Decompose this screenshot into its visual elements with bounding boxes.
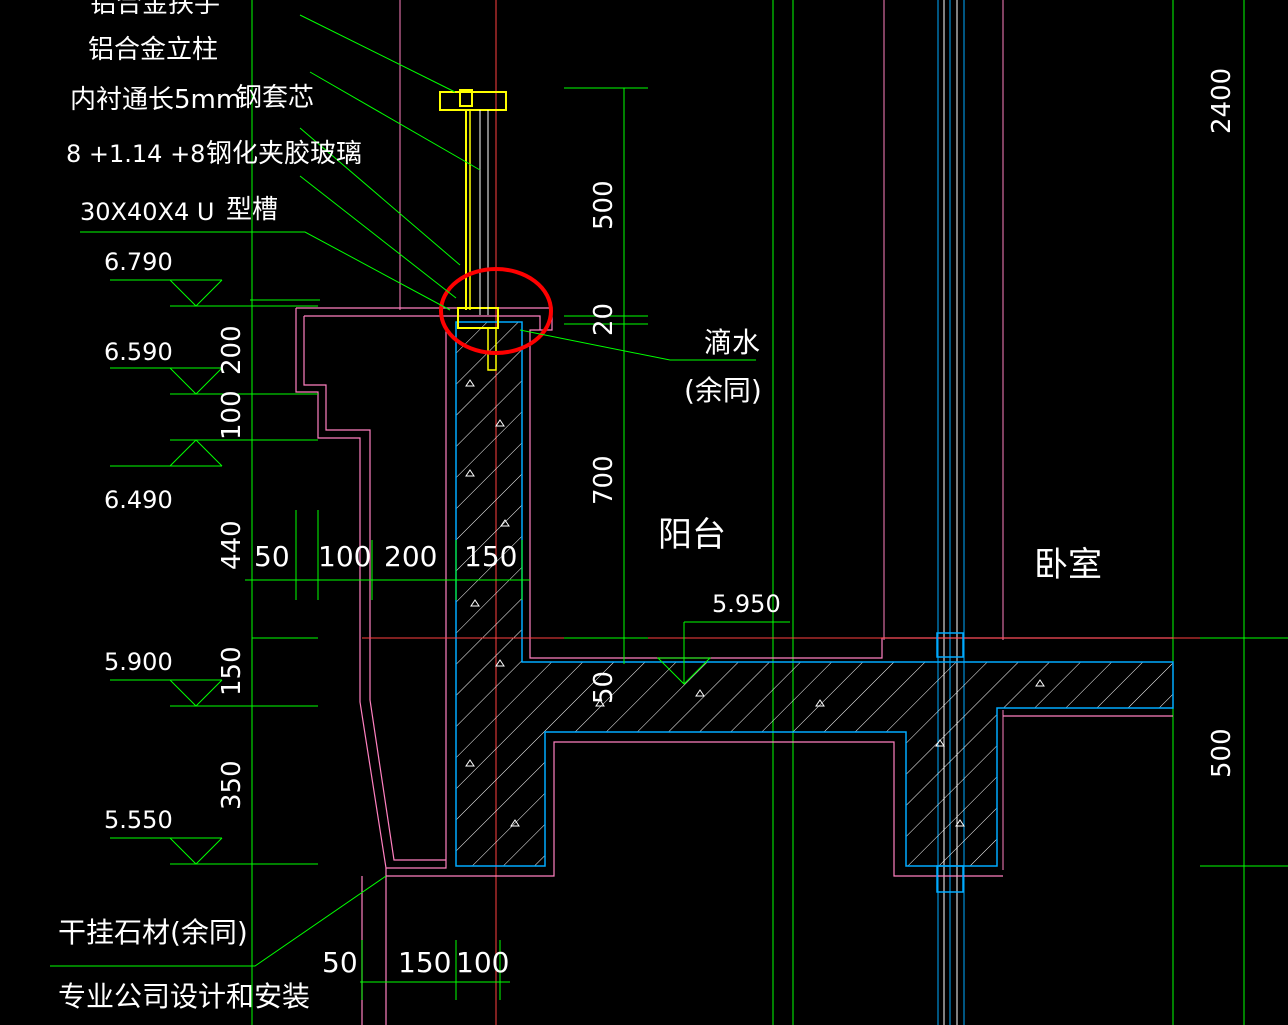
annotation-labels: 铝合金扶手 铝合金立柱 内衬通长5mm 钢套芯 8 +1.14 +8 钢化夹胶玻…: [58, 0, 1237, 1013]
dim-h200: 200: [384, 540, 437, 573]
dim-far2400: 2400: [1207, 68, 1237, 134]
dim-r700: 700: [589, 455, 619, 505]
label-glass-name: 钢化夹胶玻璃: [206, 139, 362, 169]
dim-v150: 150: [217, 646, 247, 696]
label-channel-spec: 30X40X4 U: [80, 198, 214, 226]
dim-r20: 20: [589, 303, 619, 336]
dim-h50: 50: [254, 540, 290, 573]
window-frames: [936, 632, 964, 893]
elevation-5550: 5.550: [104, 806, 173, 834]
label-bedroom: 卧室: [1034, 545, 1102, 585]
label-stone: 干挂石材(余同): [58, 916, 248, 949]
label-core-left: 内衬通长5mm: [70, 85, 241, 115]
highlight-circle: [439, 267, 553, 355]
label-drip-note: (余同): [684, 374, 762, 407]
dim-b100: 100: [456, 946, 509, 979]
elevation-5900: 5.900: [104, 648, 173, 676]
label-installer: 专业公司设计和安装: [58, 980, 310, 1013]
dim-v440: 440: [217, 520, 247, 570]
label-post: 铝合金立柱: [88, 35, 218, 65]
dim-r500: 500: [589, 180, 619, 230]
elevation-markers: [110, 279, 790, 865]
dim-v100: 100: [217, 390, 247, 440]
label-channel-name: 型槽: [226, 195, 278, 225]
dim-far500: 500: [1207, 728, 1237, 778]
dim-v350: 350: [217, 760, 247, 810]
concrete-section: [455, 321, 1174, 867]
elevation-6590: 6.590: [104, 338, 173, 366]
label-glass-spec: 8 +1.14 +8: [66, 140, 205, 168]
dim-h100: 100: [318, 540, 371, 573]
label-drip: 滴水: [704, 326, 760, 359]
elevation-6490: 6.490: [104, 486, 173, 514]
elevation-6790: 6.790: [104, 248, 173, 276]
label-handrail: 铝合金扶手: [90, 0, 220, 19]
dim-b150: 150: [398, 946, 451, 979]
finish-outlines: [295, 307, 1173, 1025]
dim-s50: 50: [589, 671, 619, 704]
dim-v200: 200: [217, 325, 247, 375]
dim-h150: 150: [464, 540, 517, 573]
dimension-lines: [245, 87, 1288, 1000]
leader-lines: [50, 14, 756, 967]
elevation-5950: 5.950: [712, 590, 781, 618]
dim-b50: 50: [322, 946, 358, 979]
reference-lines: [251, 0, 1245, 1025]
concrete-aggregate: [465, 379, 1045, 827]
label-balcony: 阳台: [658, 515, 726, 555]
label-core-right: 钢套芯: [236, 83, 314, 113]
